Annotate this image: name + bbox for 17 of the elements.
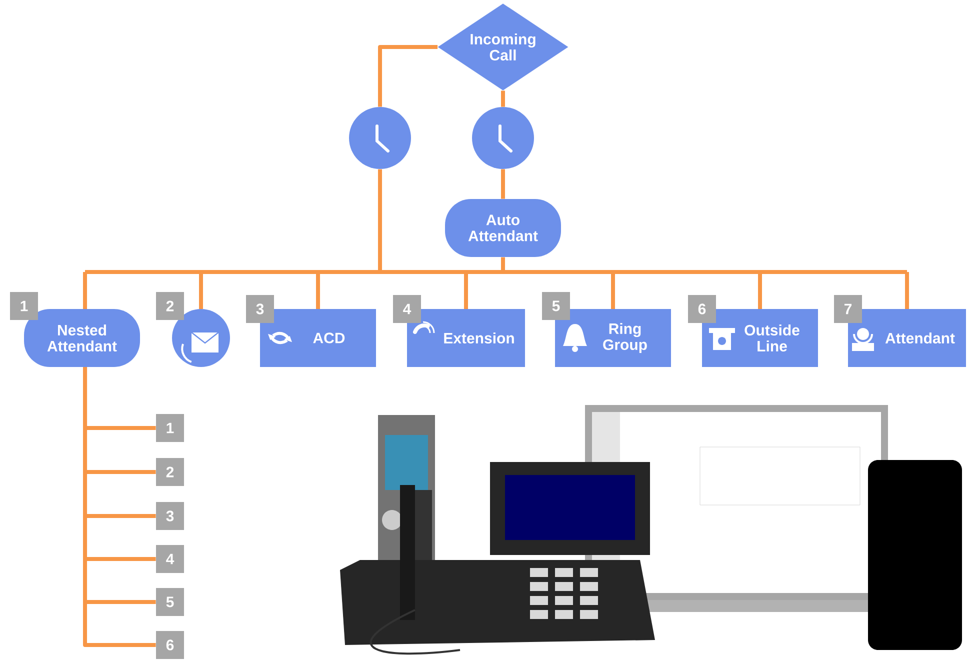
number-badge: 6 [156,631,184,659]
number-badge: 2 [156,292,184,320]
number-badge: 7 [834,295,862,323]
clock-circle [349,107,411,169]
clock-circle [472,107,534,169]
process-box: Attendant [848,309,966,367]
number-badge: 5 [542,292,570,320]
number-badge: 6 [688,295,716,323]
number-badge: 4 [156,545,184,573]
number-badge: 1 [156,414,184,442]
process-box: Auto Attendant [445,199,561,257]
number-badge: 4 [393,295,421,323]
number-badge: 3 [156,502,184,530]
number-badge: 2 [156,458,184,486]
number-badge: 5 [156,588,184,616]
number-badge: 1 [10,292,38,320]
number-badge: 3 [246,295,274,323]
